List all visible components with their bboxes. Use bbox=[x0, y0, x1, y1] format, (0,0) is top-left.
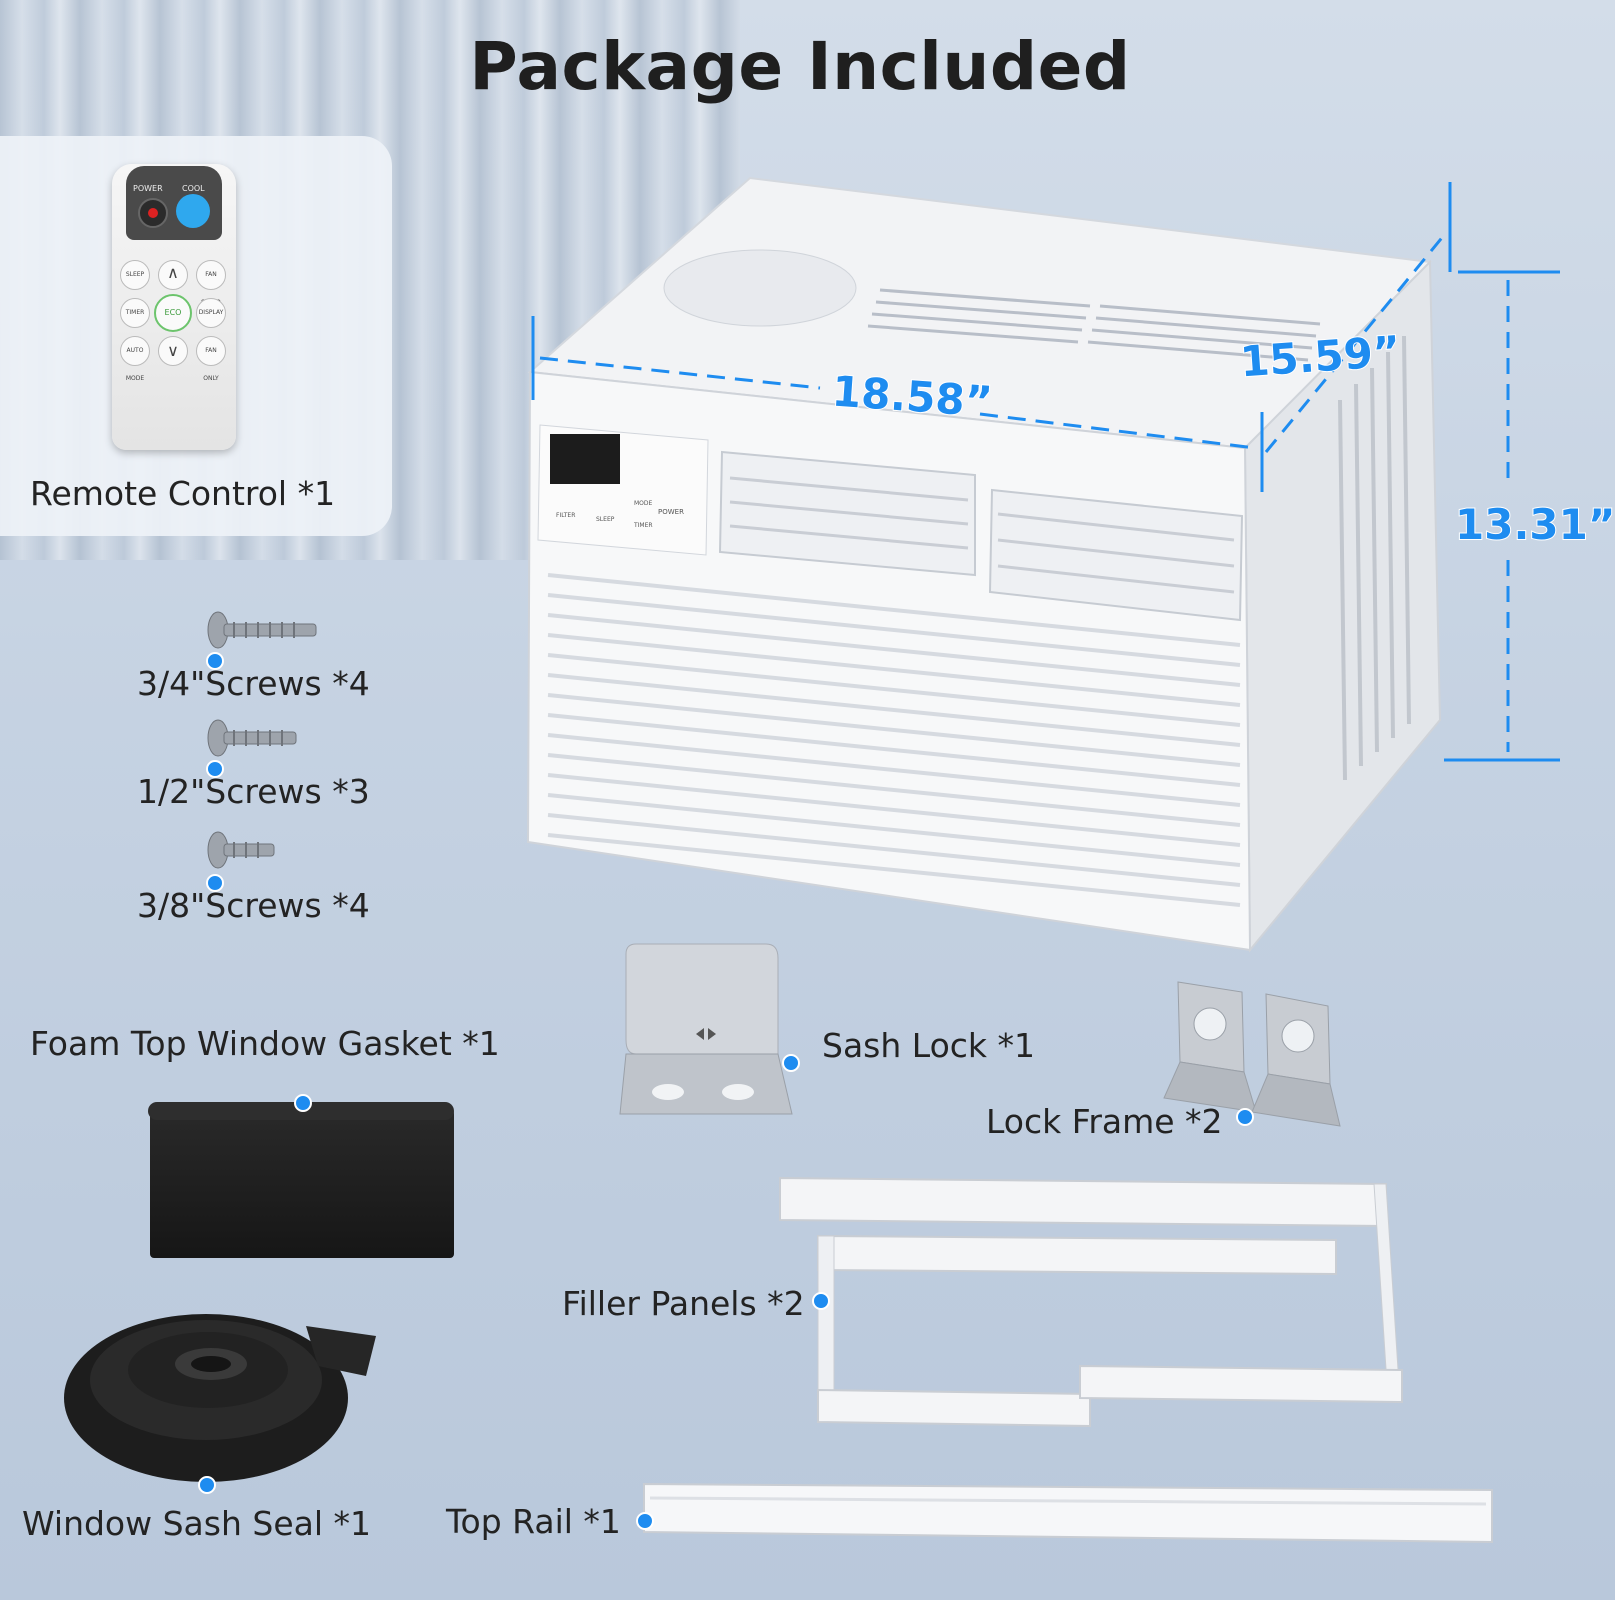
lock-frame-label: Lock Frame *2 bbox=[986, 1102, 1223, 1141]
remote-cool-label: COOL bbox=[182, 184, 205, 193]
screws-3-8-marker bbox=[206, 874, 224, 892]
remote-power-label: POWER bbox=[133, 184, 163, 193]
remote-sleep-button: SLEEP bbox=[120, 260, 150, 290]
remote-cool-button bbox=[176, 194, 210, 228]
ac-mode-button: MODE bbox=[634, 500, 653, 507]
screws-3-4-marker bbox=[206, 652, 224, 670]
height-dimension: 13.31” bbox=[1454, 499, 1615, 550]
lock-frame-marker bbox=[1236, 1108, 1254, 1126]
remote-auto-mode-button: AUTO MODE bbox=[120, 336, 150, 382]
ac-timer-button: TIMER bbox=[634, 522, 653, 529]
page-title: Package Included bbox=[469, 28, 1131, 105]
foam-gasket-image bbox=[150, 1104, 454, 1258]
screws-image bbox=[207, 611, 317, 869]
sash-seal-image bbox=[64, 1314, 376, 1482]
foam-gasket-marker bbox=[294, 1094, 312, 1112]
screws-1-2-label: 1/2"Screws *3 bbox=[137, 772, 370, 811]
remote-control-label: Remote Control *1 bbox=[30, 474, 336, 513]
ac-filter-button: FILTER bbox=[556, 512, 576, 519]
sash-seal-label: Window Sash Seal *1 bbox=[22, 1504, 371, 1543]
top-rail-marker bbox=[636, 1512, 654, 1530]
sash-seal-marker bbox=[198, 1476, 216, 1494]
remote-timer-button: TIMER bbox=[120, 298, 150, 328]
sash-lock-image bbox=[619, 943, 793, 1115]
filler-panels-label: Filler Panels *2 bbox=[562, 1284, 805, 1323]
filler-panels-marker bbox=[812, 1292, 830, 1310]
screws-3-4-label: 3/4"Screws *4 bbox=[137, 664, 370, 703]
remote-power-button bbox=[138, 198, 168, 228]
remote-display-button: DISPLAY bbox=[196, 298, 226, 328]
chevron-down-icon: ∨ bbox=[158, 336, 188, 366]
sash-lock-marker bbox=[782, 1054, 800, 1072]
screws-3-8-label: 3/8"Screws *4 bbox=[137, 886, 370, 925]
top-rail-label: Top Rail *1 bbox=[446, 1502, 621, 1541]
filler-panels-image bbox=[779, 1176, 1403, 1428]
remote-fan-only-button: FAN ONLY bbox=[196, 336, 226, 382]
foam-gasket-label: Foam Top Window Gasket *1 bbox=[30, 1024, 500, 1063]
sash-lock-label: Sash Lock *1 bbox=[822, 1026, 1036, 1065]
screws-1-2-marker bbox=[206, 760, 224, 778]
chevron-up-icon: ∧ bbox=[158, 260, 188, 290]
remote-eco-button: ECO bbox=[154, 294, 192, 332]
ac-sleep-button: SLEEP bbox=[596, 516, 615, 523]
lock-frame-image bbox=[1163, 981, 1341, 1127]
top-rail-image bbox=[643, 1482, 1493, 1544]
ac-power-button: POWER bbox=[658, 508, 684, 516]
